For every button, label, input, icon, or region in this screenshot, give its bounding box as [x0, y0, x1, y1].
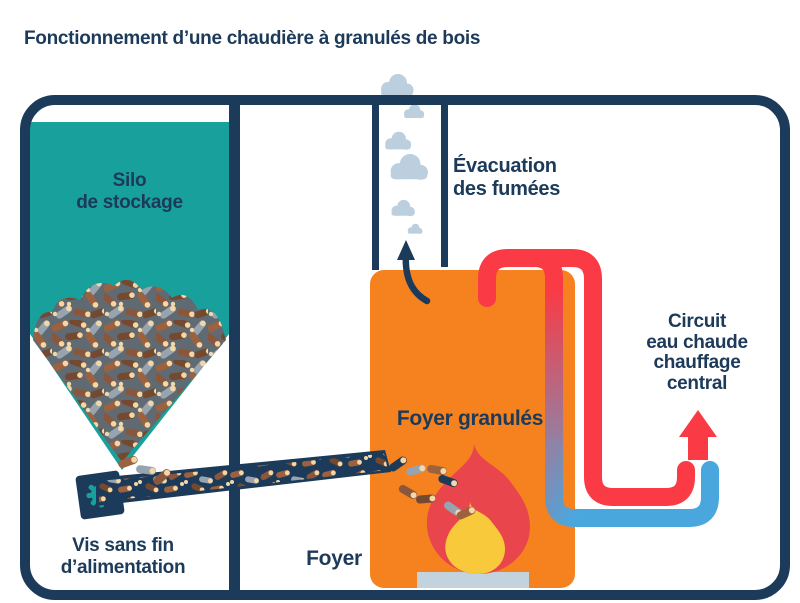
flame-inner	[445, 502, 505, 574]
chimney-left-wall	[372, 98, 379, 270]
cloud-icon	[407, 223, 423, 234]
cloud-icon	[391, 199, 415, 217]
cloud-icon	[385, 131, 412, 150]
flue-label: Évacuation des fumées	[453, 155, 561, 200]
silo-label: Silo de stockage	[76, 170, 183, 213]
cloud-icon	[381, 74, 414, 97]
arrow-up-icon	[679, 410, 717, 460]
auger-label: Vis sans fin d’alimentation	[60, 535, 186, 578]
boiler-label: Foyer	[306, 547, 362, 570]
hot-water-pipe	[478, 249, 695, 506]
circuit-label: Circuit eau chaude chauffage central	[646, 311, 748, 394]
flame-icon	[426, 444, 530, 574]
smoke-clouds	[385, 104, 428, 234]
frame-border	[20, 95, 790, 600]
chimney-right-wall	[441, 98, 448, 267]
cloud-icon	[390, 153, 428, 180]
page-title: Fonctionnement d’une chaudière à granulé…	[24, 28, 481, 49]
arrow-up-icon	[397, 240, 431, 305]
auger-pellets	[99, 453, 388, 502]
return-pipe-lower	[545, 439, 719, 527]
burner-grate	[417, 572, 529, 588]
cloud-icon	[404, 104, 425, 119]
pellet	[135, 464, 157, 476]
burner-label: Foyer granulés	[396, 407, 544, 430]
pellet-pile	[33, 279, 226, 462]
section-divider	[229, 100, 240, 595]
